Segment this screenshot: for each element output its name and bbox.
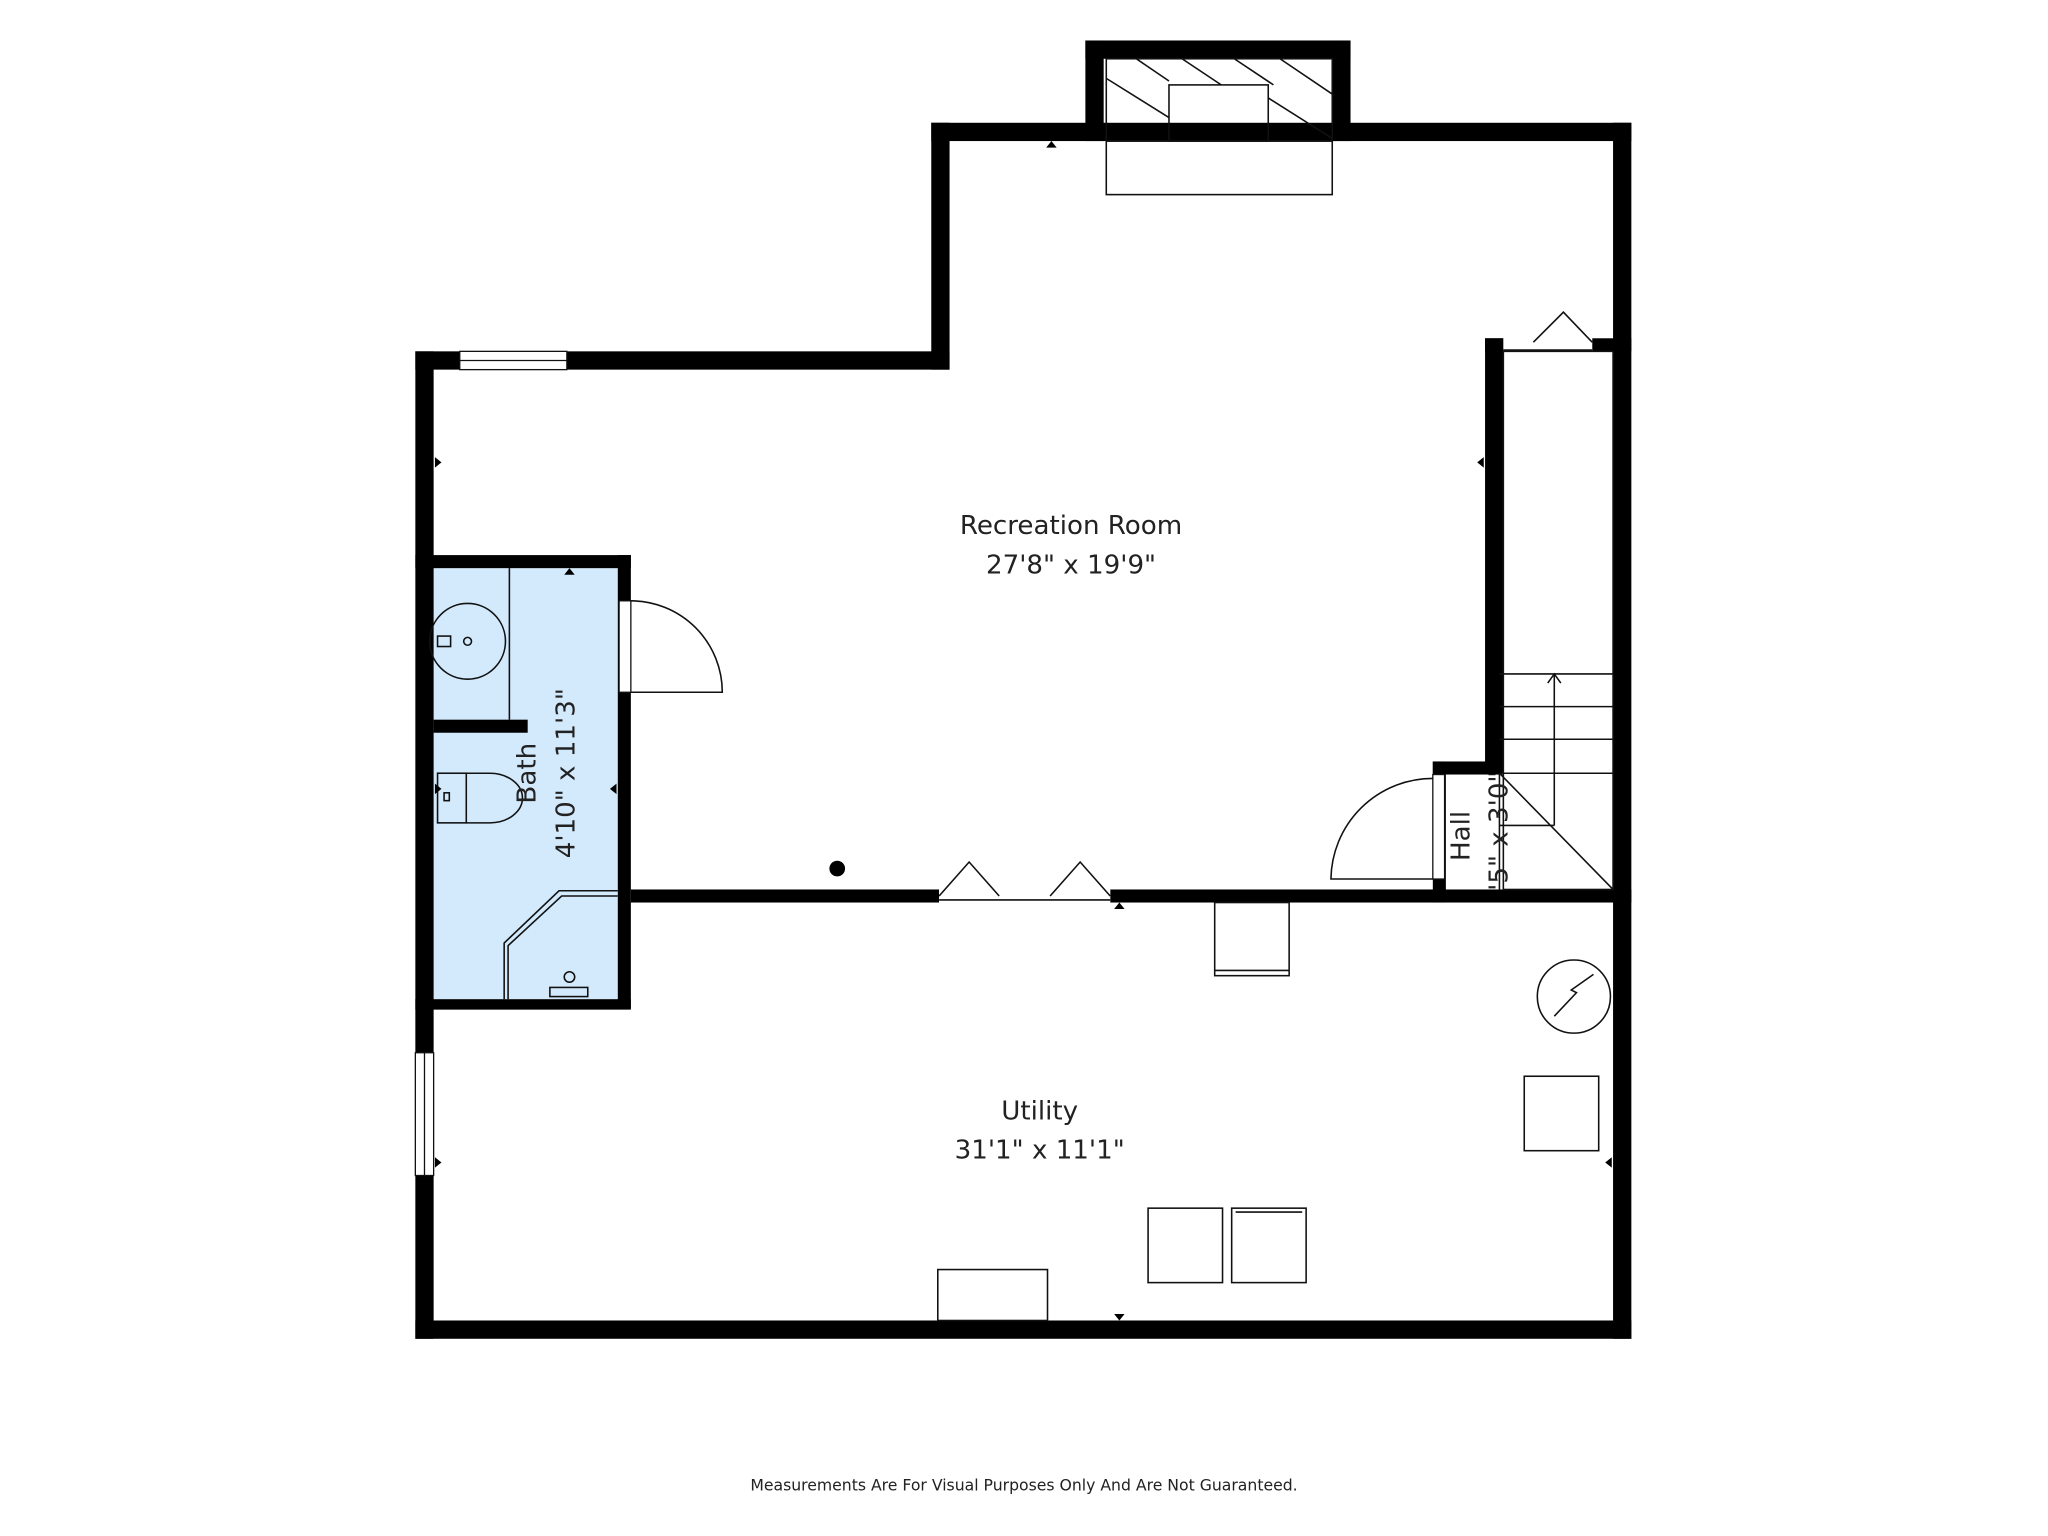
- room-dims-hall: '5" x 3'0": [1484, 771, 1514, 891]
- bifold-door[interactable]: [938, 860, 1111, 903]
- shower-icon: [503, 889, 618, 1000]
- toilet-icon: [436, 772, 524, 824]
- door-hall[interactable]: [1330, 773, 1446, 880]
- room-label-recreation: Recreation Room: [960, 511, 1182, 541]
- room-label-hall: Hall: [1446, 811, 1476, 861]
- disclaimer: Measurements Are For Visual Purposes Onl…: [750, 1475, 1297, 1494]
- appliance: [1213, 901, 1290, 977]
- sink-icon: [428, 568, 511, 720]
- dimension-markers: [434, 141, 1612, 1321]
- utility-sink: [937, 1268, 1049, 1322]
- support-post: [829, 860, 846, 877]
- room-dims-utility: 31'1" x 11'1": [955, 1136, 1125, 1166]
- door-stair-top[interactable]: [1503, 311, 1593, 352]
- dryer: [1230, 1207, 1307, 1284]
- water-heater-icon: [1536, 959, 1612, 1034]
- washer: [1147, 1207, 1224, 1284]
- fireplace-icon: [1105, 57, 1334, 196]
- room-label-bath: Bath: [513, 743, 543, 804]
- furnace: [1523, 1075, 1600, 1152]
- room-dims-bath: 4'10" x 11'3": [552, 688, 582, 858]
- stairs-icon: [1498, 350, 1614, 891]
- door-bath[interactable]: [618, 600, 724, 694]
- room-label-utility: Utility: [1001, 1096, 1078, 1126]
- room-dims-recreation: 27'8" x 19'9": [986, 550, 1156, 580]
